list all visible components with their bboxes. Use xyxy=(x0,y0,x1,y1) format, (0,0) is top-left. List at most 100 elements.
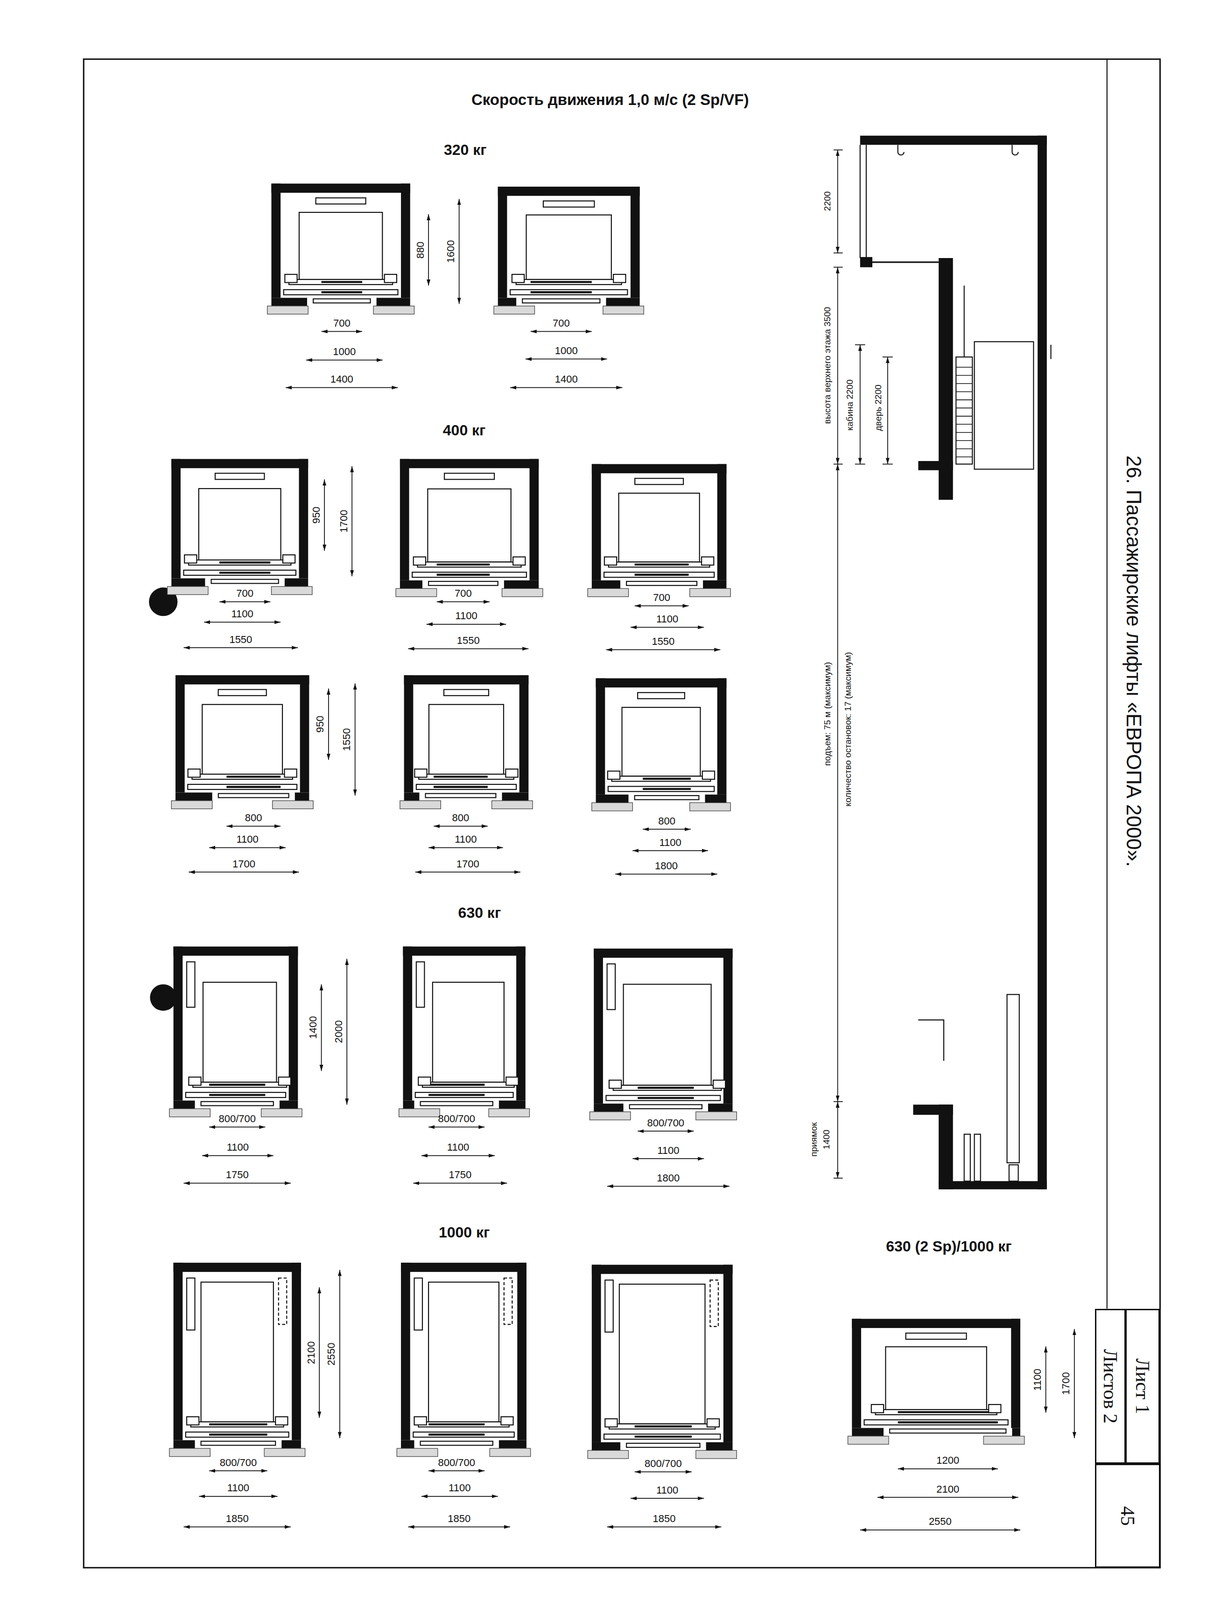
shaft-wall xyxy=(173,1263,183,1441)
door-panel xyxy=(637,1097,694,1100)
shaft-wall xyxy=(498,186,508,298)
floor-slab xyxy=(169,1448,211,1457)
landing-sill xyxy=(626,581,697,586)
dimension-line xyxy=(837,464,839,1102)
shaft-wall xyxy=(708,1103,733,1112)
shaft-wall xyxy=(596,794,629,803)
car-door xyxy=(418,1422,510,1428)
landing-door xyxy=(185,1432,289,1438)
shaft-wall xyxy=(173,1440,196,1449)
door-panel xyxy=(428,1094,485,1096)
dimension-line xyxy=(321,331,363,333)
door-operator xyxy=(284,274,297,283)
door-panel xyxy=(321,280,363,283)
shaft-wall xyxy=(706,1442,733,1451)
door-operator xyxy=(505,1077,519,1086)
dimension-text: 2550 xyxy=(325,1342,338,1366)
shaft-plan xyxy=(589,948,737,1121)
car-door xyxy=(191,774,293,780)
dimension-text: 1700 xyxy=(232,858,256,871)
dimension-line xyxy=(209,847,286,849)
dimension-line xyxy=(209,1470,268,1472)
section-dimension: дверь 2200 xyxy=(873,385,884,432)
shaft-wall xyxy=(501,792,529,801)
shaft-wall xyxy=(171,578,205,587)
counterweight xyxy=(637,692,685,699)
dimension-line xyxy=(433,826,488,828)
door-panel xyxy=(209,1433,268,1436)
car-door xyxy=(608,561,710,568)
section-dimension: подъем: 75 м (максимум) xyxy=(822,662,833,766)
load-heading: 1000 кг xyxy=(438,1223,490,1242)
door-panel xyxy=(219,571,271,574)
dimension-text: 1400 xyxy=(307,1016,319,1040)
dimension-line xyxy=(354,683,356,796)
dimension-text: 1100 xyxy=(231,608,254,620)
shaft-wall xyxy=(851,1428,884,1437)
car-cabin xyxy=(885,1347,987,1411)
dimension-line xyxy=(898,1468,998,1470)
dimension-line xyxy=(428,847,504,849)
landing-door xyxy=(187,784,297,790)
shaft-wall xyxy=(498,1101,526,1109)
dimension-text: 800/700 xyxy=(437,1457,476,1469)
floor-slab xyxy=(395,588,437,597)
dimension-text: 800 xyxy=(452,812,470,824)
car-cabin xyxy=(202,704,283,775)
floor-slab xyxy=(399,1108,440,1117)
floor-slab xyxy=(918,461,953,471)
shaft-wall xyxy=(173,1263,302,1273)
lifting-hook xyxy=(898,144,905,155)
door-operator xyxy=(413,557,426,566)
dimension-line xyxy=(351,466,353,577)
landing-door xyxy=(603,1434,721,1440)
car-cabin xyxy=(622,707,701,777)
landing-sill xyxy=(634,795,700,800)
shaft-plan xyxy=(587,464,731,597)
door-panel xyxy=(321,291,363,294)
dimension-text: 2000 xyxy=(332,1020,345,1044)
dimension-text: 700 xyxy=(454,588,472,600)
dimension-text: 950 xyxy=(310,506,323,525)
dimension-text: 1750 xyxy=(448,1169,472,1182)
dimension-text: 800/700 xyxy=(218,1113,256,1125)
shaft-wall xyxy=(400,183,411,298)
floor-slab xyxy=(267,306,309,315)
shaft-wall xyxy=(173,1101,196,1109)
dimension-line xyxy=(634,1471,692,1473)
counterweight xyxy=(186,1278,195,1331)
door-panel xyxy=(209,1084,266,1087)
counterweight xyxy=(186,961,195,1008)
door-line xyxy=(963,285,965,358)
car-door xyxy=(188,560,291,566)
car-door xyxy=(417,561,521,568)
door-panel xyxy=(226,785,281,788)
dimension-line xyxy=(530,331,592,333)
dimension-line xyxy=(202,1155,274,1157)
dimension-line xyxy=(328,688,330,761)
car-door xyxy=(288,279,393,285)
shaft-wall xyxy=(591,1442,621,1451)
title-block-cell: Листов 2 xyxy=(1094,1309,1126,1465)
dimension-text: 1850 xyxy=(447,1513,471,1525)
dimension-text: 700 xyxy=(236,588,254,600)
landing-door xyxy=(608,786,715,792)
section-dimension: 2200 xyxy=(822,190,833,211)
dimension-line xyxy=(415,871,521,873)
floor-slab xyxy=(860,257,873,268)
door-operator xyxy=(609,1080,622,1089)
floor-slab xyxy=(695,1450,737,1459)
dimension-text: 1100 xyxy=(236,833,259,846)
door-operator xyxy=(414,769,427,778)
shaft-wall xyxy=(175,675,309,685)
floor-slab xyxy=(491,800,533,809)
frame-divider xyxy=(1106,59,1108,1310)
door-operator xyxy=(702,771,715,780)
dimension-line xyxy=(183,1183,291,1185)
door-operator xyxy=(871,1404,884,1413)
door-panel xyxy=(530,291,592,294)
shaft-wall xyxy=(171,459,181,579)
door-operator xyxy=(607,771,620,780)
floor-slab xyxy=(272,800,314,809)
